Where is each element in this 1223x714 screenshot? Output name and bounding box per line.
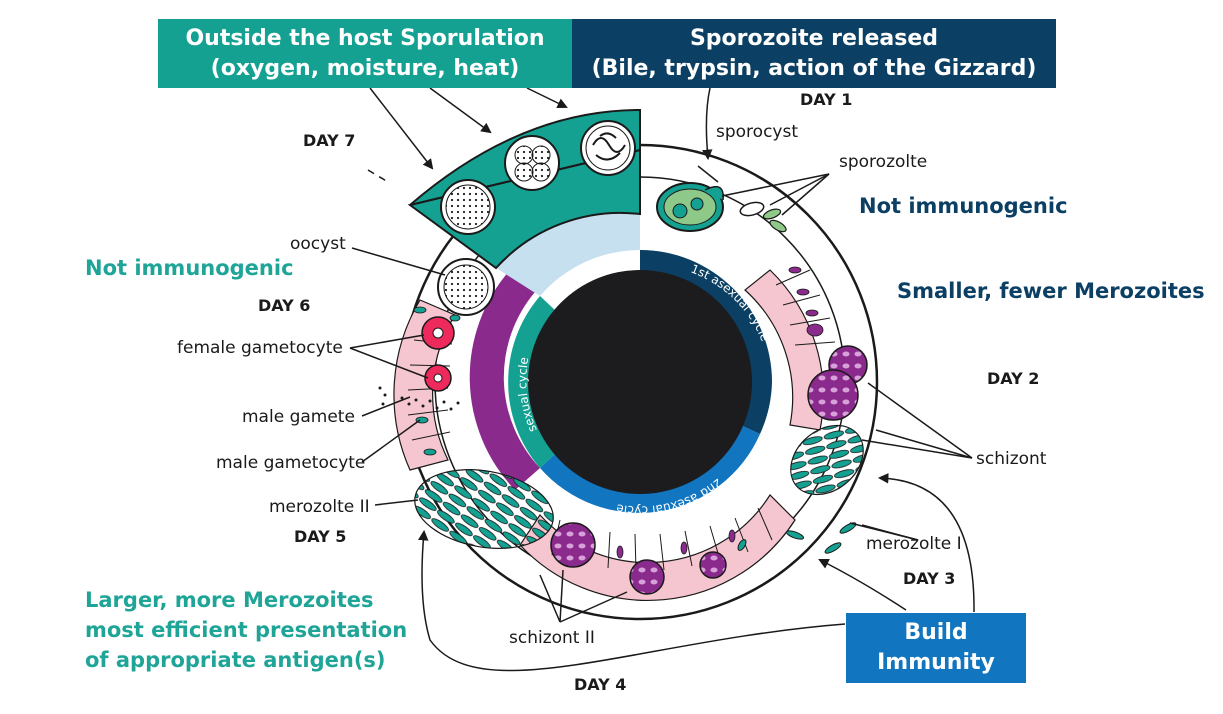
note-larger-line3: of appropriate antigen(s) — [85, 648, 386, 672]
oocyst-label: oocyst — [290, 234, 346, 254]
merozoite-ii-cluster — [414, 469, 554, 549]
banner-sporulation: Outside the host Sporulation (oxygen, mo… — [158, 19, 572, 88]
schizont-label: schizont — [976, 449, 1047, 469]
banner-sporulation-line2: (oxygen, moisture, heat) — [210, 56, 520, 81]
oocyst-in-tissue — [437, 258, 495, 316]
sporocyst-label: sporocyst — [716, 122, 798, 142]
banner-immunity-line2: Immunity — [877, 650, 995, 675]
note-larger-line1: Larger, more Merozoites — [85, 588, 374, 612]
day7-label: DAY 7 — [303, 131, 356, 150]
ring-first-asexual — [640, 250, 772, 434]
merozoite-i-cluster — [785, 424, 864, 554]
oocyst-3 — [580, 120, 636, 176]
day3-label: DAY 3 — [903, 569, 956, 588]
schizont-ii-label: schizont II — [509, 628, 595, 648]
male-gamete-graphic — [378, 386, 460, 411]
teal-nuclei — [413, 306, 461, 456]
banner-release: Sporozoite released (Bile, trypsin, acti… — [572, 19, 1056, 88]
male-gametocyte-label: male gametocyte — [216, 453, 366, 473]
sporozoite-graphic — [739, 201, 787, 233]
merozoite-ii-label: merozolte II — [269, 497, 370, 517]
epithelium-right — [744, 269, 824, 431]
purple-nuclei — [616, 266, 824, 559]
note-smaller-merozoites: Smaller, fewer Merozoites — [897, 279, 1205, 303]
day5-label: DAY 5 — [294, 527, 347, 546]
banner-immunity: Build Immunity — [846, 613, 1026, 683]
sporocyst-graphic — [656, 182, 724, 232]
note-not-immunogenic-right: Not immunogenic — [859, 194, 1068, 218]
sporozoite-label: sporozolte — [839, 152, 928, 172]
day2-label: DAY 2 — [987, 369, 1040, 388]
oocyst-2 — [504, 135, 560, 191]
female-gametocyte-label: female gametocyte — [177, 338, 343, 358]
ring-second-asexual — [540, 424, 760, 513]
schizont-1-graphic — [807, 345, 868, 421]
sporulation-wedge — [407, 148, 641, 270]
note-larger-merozoites: Larger, more Merozoites most efficient p… — [85, 585, 407, 675]
banner-immunity-line1: Build — [904, 620, 968, 645]
merozoite-i-label: merozolte I — [866, 534, 962, 554]
ring-sexual-outer — [469, 270, 540, 490]
banner-sporulation-line1: Outside the host Sporulation — [185, 26, 545, 51]
banner-release-line1: Sporozoite released — [689, 26, 939, 51]
ring-core — [528, 270, 752, 494]
note-not-immunogenic-left: Not immunogenic — [85, 256, 294, 280]
day4-label: DAY 4 — [574, 675, 627, 694]
day6-label: DAY 6 — [258, 296, 311, 315]
schizont-ii-graphic — [550, 522, 747, 595]
female-gametocyte-graphic — [421, 316, 455, 392]
banner-release-line2: (Bile, trypsin, action of the Gizzard) — [591, 56, 1037, 81]
leader-lines — [349, 87, 975, 672]
oocyst-1 — [440, 179, 496, 235]
ring-sexual — [508, 296, 557, 468]
ring-exogenous — [496, 212, 640, 296]
male-gamete-label: male gamete — [242, 407, 355, 427]
note-larger-line2: most efficient presentation — [85, 618, 408, 642]
day1-label: DAY 1 — [800, 90, 853, 109]
